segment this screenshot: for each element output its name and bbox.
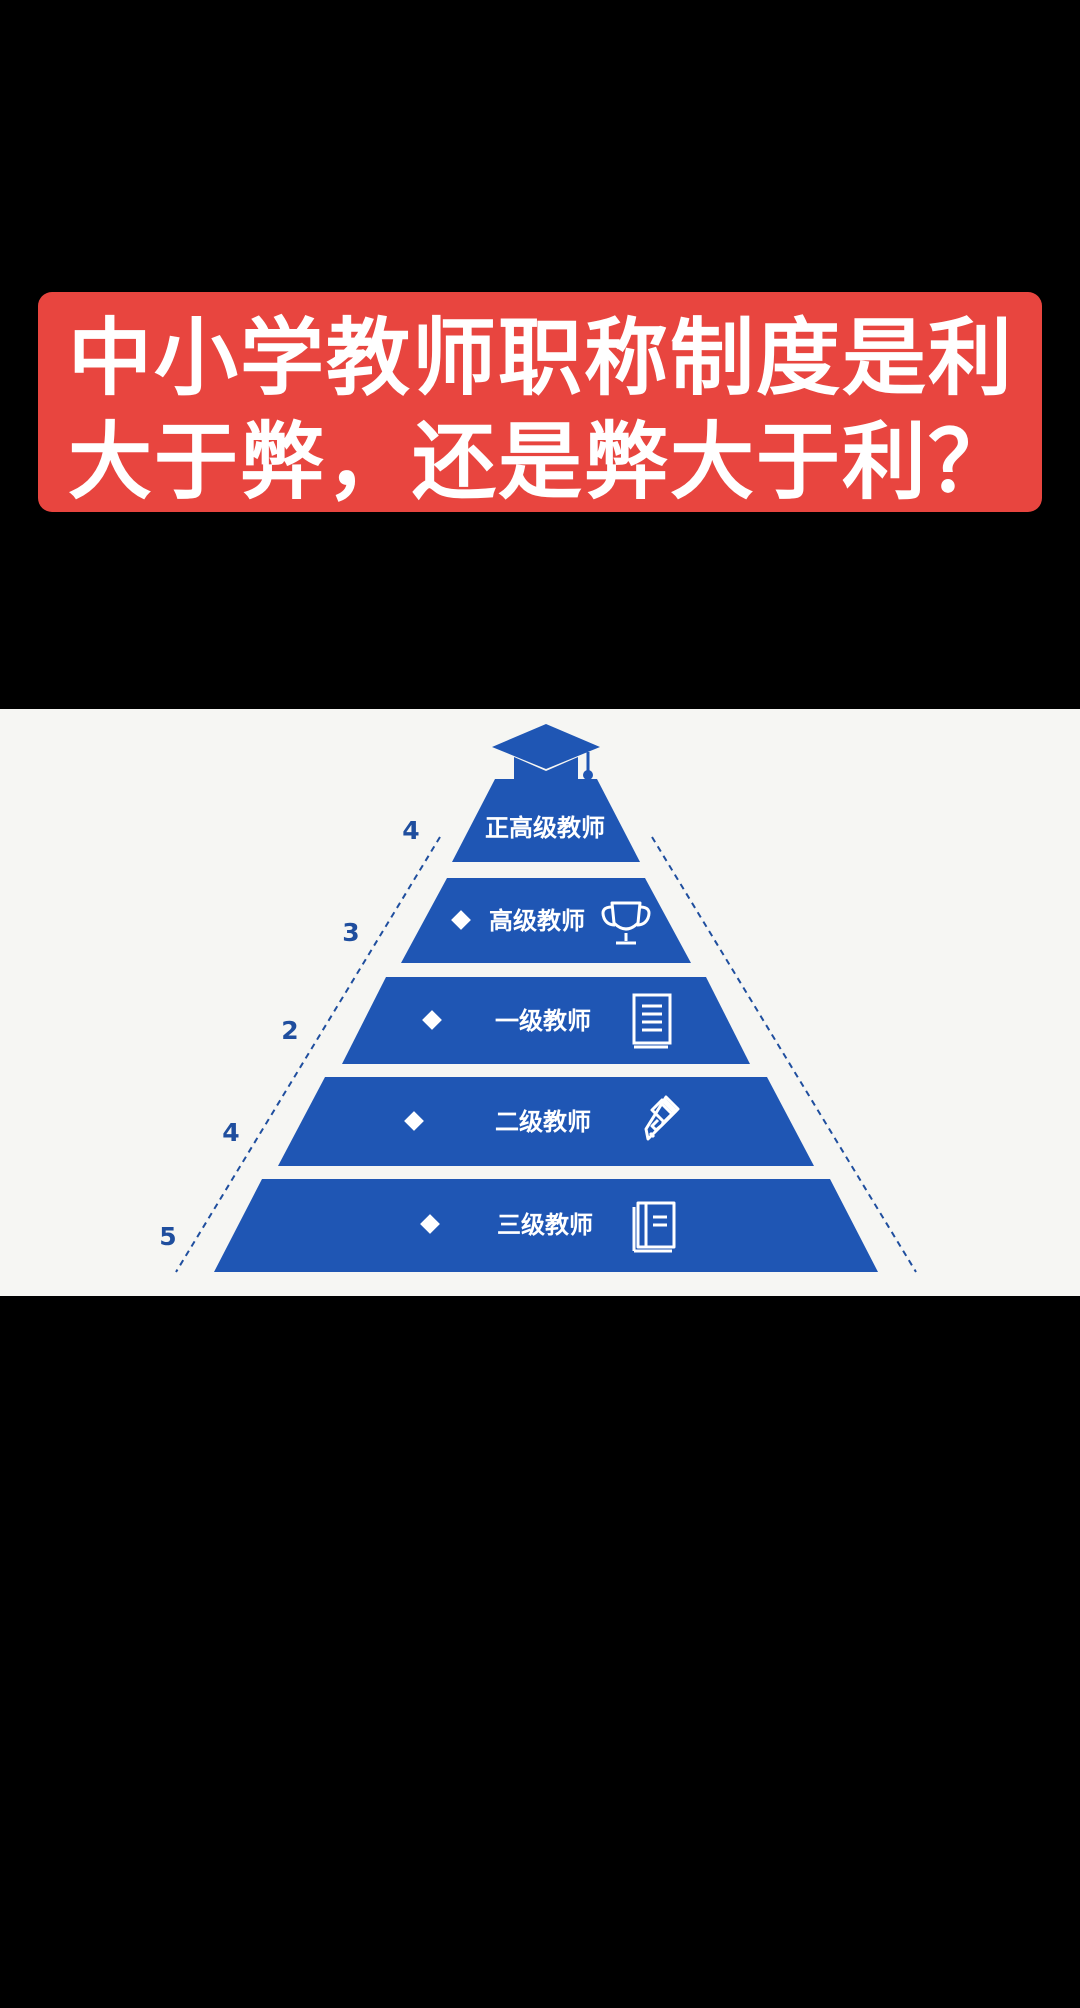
pencil-icon [644,1095,680,1141]
title-line-1: 中小学教师职称制度是利 [68,309,1015,407]
level-count-2: 3 [342,918,359,947]
level-label-3: 一级教师 [495,1007,591,1035]
book-icon [632,1201,676,1253]
pyramid-level-2: 高级教师 [401,878,691,963]
pyramid-level-3: 一级教师 [342,977,750,1064]
level-bullet-3 [422,1010,442,1030]
pyramid-level-5: 三级教师 [214,1179,878,1272]
left-guide-line [175,836,441,1273]
document-icon [632,993,672,1049]
pyramid-diagram: 正高级教师 4 高级教师 3 一级教师 [159,724,917,1273]
level-count-1: 4 [402,816,419,845]
level-count-4: 4 [222,1118,239,1147]
level-label-2: 高级教师 [489,907,585,935]
level-count-3: 2 [281,1016,298,1045]
title-banner: 中小学教师职称制度是利 大于弊，还是弊大于利？ [38,292,1042,512]
pyramid-level-1: 正高级教师 [452,779,640,862]
level-bullet-2 [451,910,471,930]
level-bullet-4 [404,1111,424,1131]
level-label-4: 二级教师 [495,1108,591,1136]
pyramid-diagram-panel: 正高级教师 4 高级教师 3 一级教师 [0,709,1080,1296]
trophy-icon [601,901,651,945]
level-count-5: 5 [159,1222,176,1251]
pyramid-level-4: 二级教师 [278,1077,814,1166]
level-label-5: 三级教师 [497,1211,593,1239]
level-bullet-5 [420,1214,440,1234]
level-label-1: 正高级教师 [485,814,605,842]
right-guide-line [651,836,917,1273]
title-line-2: 大于弊，还是弊大于利？ [68,413,1015,511]
